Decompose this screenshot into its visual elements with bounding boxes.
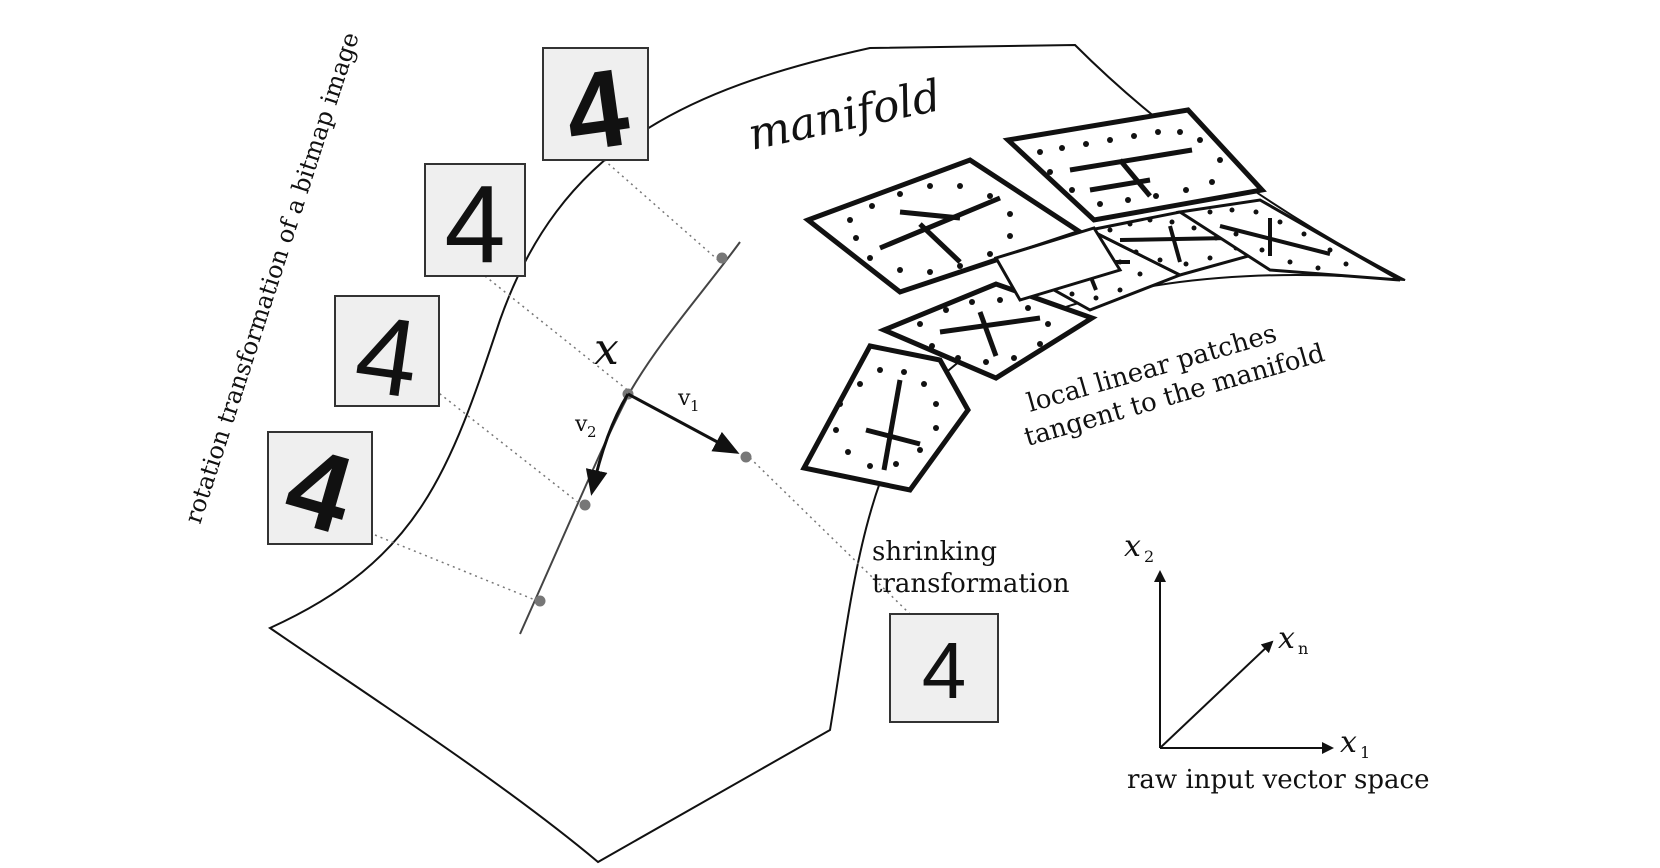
svg-text:1: 1 [1360, 743, 1370, 762]
input-space-axes: x 2 x n x 1 raw input vector space [1124, 529, 1429, 795]
axes-caption: raw input vector space [1127, 765, 1429, 795]
svg-text:x: x [1278, 621, 1295, 656]
patch-far-right [1175, 198, 1401, 282]
patch-front [800, 343, 971, 493]
digit-tile-2: 4 [424, 163, 526, 286]
svg-text:x: x [1340, 725, 1357, 760]
x1-axis-label: x 1 [1340, 725, 1370, 762]
tangent-patches [800, 107, 1401, 493]
svg-text:v: v [677, 386, 691, 411]
curve-point-mid [579, 499, 591, 511]
digit-tile-1: 4 [542, 45, 649, 176]
svg-text:v: v [574, 412, 588, 437]
patch-back-left [802, 157, 1086, 295]
patch-mid-right [1085, 210, 1275, 277]
dotted-connectors [374, 151, 911, 615]
svg-text:shrinking: shrinking [872, 537, 997, 567]
x2-axis-label: x 2 [1124, 529, 1154, 566]
curve-point-low [534, 595, 546, 607]
svg-text:transformation: transformation [872, 569, 1070, 599]
svg-text:2: 2 [1144, 547, 1154, 566]
v2-label: v 2 [574, 412, 597, 441]
v1-vector [627, 392, 740, 454]
patch-mid-left [877, 281, 1098, 381]
svg-text:2: 2 [587, 423, 597, 441]
patch-back-top [1002, 107, 1267, 223]
svg-text:1: 1 [690, 397, 700, 415]
digit-tile-4: 4 [267, 423, 373, 558]
shrink-point [740, 451, 752, 463]
xn-axis-label: x n [1278, 621, 1308, 658]
digit-tile-3: 4 [334, 291, 440, 422]
shrink-label: shrinking transformation [872, 537, 1070, 599]
digit-glyph: 4 [922, 626, 967, 715]
digit-tile-shrunk: 4 [889, 613, 999, 723]
svg-text:x: x [1124, 529, 1141, 564]
digit-glyph: 4 [444, 163, 505, 286]
point-x-label: x [594, 324, 619, 375]
v2-vector [585, 393, 630, 496]
patch-front-mid [993, 226, 1123, 302]
curve-point-top [716, 252, 728, 264]
v1-label: v 1 [677, 386, 700, 415]
svg-text:n: n [1298, 639, 1308, 658]
